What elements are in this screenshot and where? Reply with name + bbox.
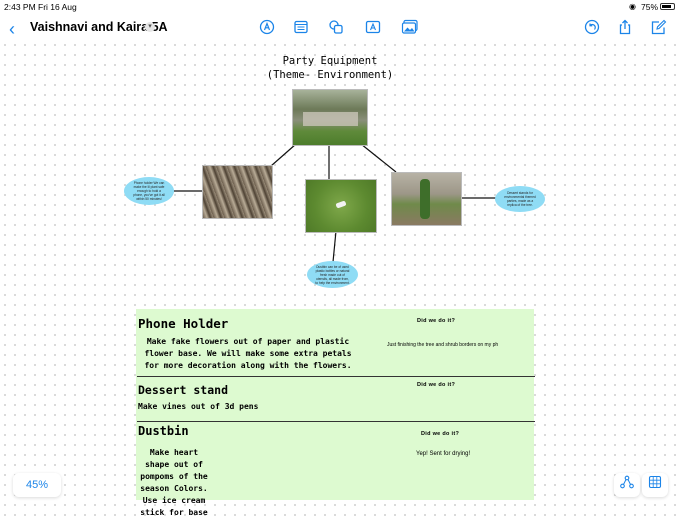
row1-title: Phone Holder — [138, 316, 229, 331]
heading-line-2: (Theme- Environment) — [266, 69, 394, 81]
row-divider — [137, 421, 535, 422]
board-title[interactable]: Vaishnavi and Kaira 5A — [30, 20, 168, 34]
bubble-dessert-stand[interactable]: Dessert stands for environmental themed … — [495, 186, 545, 212]
status-time: 2:43 PM — [4, 2, 36, 12]
row3-status: Yep! Sent for drying! — [416, 451, 471, 457]
status-date: Fri 16 Aug — [38, 2, 77, 12]
photo-plant-bed[interactable] — [391, 172, 462, 226]
row1-text: Make fake flowers out of paper and plast… — [144, 337, 352, 370]
plan-table[interactable] — [136, 309, 534, 500]
battery-icon — [660, 3, 675, 10]
text-box-icon[interactable] — [363, 19, 383, 39]
bubble-dessert-stand-text: Dessert stands for environmental themed … — [504, 191, 536, 207]
bubble-dustbin-text: Dustbin can be of used plastic bottles o… — [315, 264, 350, 285]
grid-view-icon[interactable] — [642, 473, 668, 497]
heading-line-1: Party Equipment — [282, 55, 378, 67]
share-icon[interactable] — [615, 19, 635, 39]
zoom-level-button[interactable]: 45% — [13, 473, 61, 497]
row1-status: Just finishing the tree and shrub border… — [387, 342, 499, 348]
photo-grass[interactable] — [305, 179, 377, 233]
row3-status-label: Did we do it? — [421, 431, 460, 437]
row3-text: Make heart shape out of pompoms of the s… — [140, 448, 208, 517]
undo-icon[interactable] — [582, 19, 602, 39]
battery-percent: 75% — [641, 2, 659, 12]
bubble-phone-holder[interactable]: Phone holder We can make the lil plant s… — [124, 177, 174, 205]
photo-icon[interactable] — [400, 19, 420, 39]
row2-text: Make vines out of 3d pens — [138, 402, 259, 411]
row1-status-label: Did we do it? — [417, 318, 456, 324]
chevron-down-icon[interactable]: ▾ — [145, 22, 155, 32]
row-divider — [137, 376, 535, 377]
photo-palm-trunk[interactable] — [202, 165, 273, 219]
photo-garden-trees[interactable] — [292, 89, 368, 146]
board-heading: Party Equipment (Theme- Environment) — [250, 54, 410, 82]
back-icon[interactable]: ‹ — [9, 19, 15, 39]
connector-line — [332, 230, 337, 263]
pen-tool-icon[interactable] — [257, 19, 277, 39]
row2-title: Dessert stand — [138, 383, 229, 397]
compose-icon[interactable] — [649, 19, 669, 39]
sticky-note-icon[interactable] — [291, 19, 311, 39]
bubble-phone-holder-text: Phone holder We can make the lil plant s… — [133, 181, 165, 201]
connector-line — [360, 143, 397, 173]
connector-line — [270, 143, 297, 167]
row3-title: Dustbin — [138, 424, 189, 438]
wifi-icon: ◉ — [629, 2, 636, 11]
connector-tool-icon[interactable] — [614, 473, 640, 497]
shapes-icon[interactable] — [326, 19, 346, 39]
toolbar: ‹ Vaishnavi and Kaira 5A ▾ — [0, 14, 680, 44]
status-bar: 2:43 PM Fri 16 Aug ◉ 75% — [0, 0, 680, 14]
bubble-dustbin[interactable]: Dustbin can be of used plastic bottles o… — [307, 261, 358, 288]
row2-status-label: Did we do it? — [417, 382, 456, 388]
